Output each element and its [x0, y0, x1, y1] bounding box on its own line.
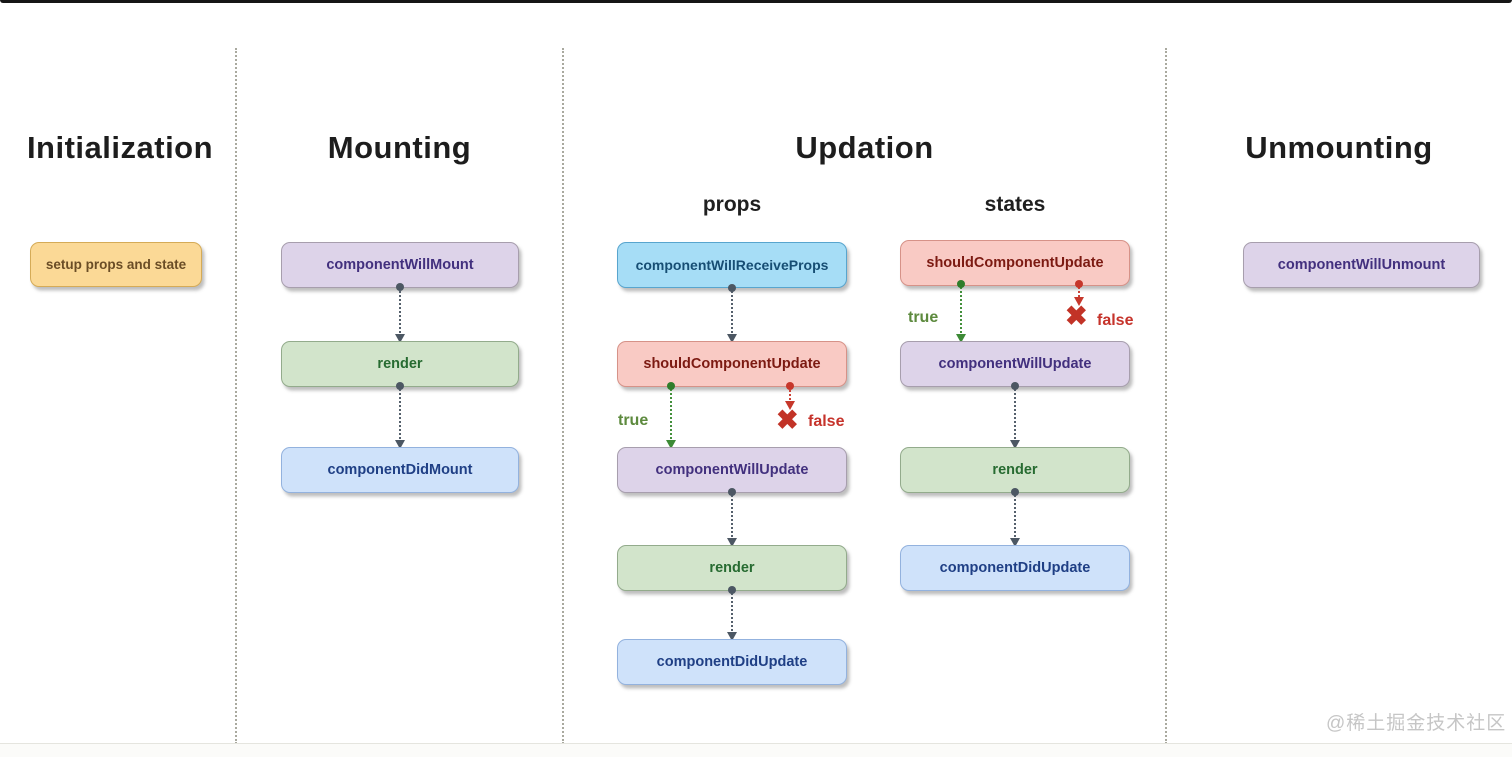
- watermark: @稀土掘金技术社区: [1326, 713, 1507, 734]
- false-branch-label: false: [808, 413, 845, 430]
- subtitle-props: props: [702, 193, 762, 216]
- node-component-will-update-props: componentWillUpdate: [617, 447, 847, 493]
- node-label: componentWillUnmount: [1277, 257, 1446, 273]
- node-render-states: render: [900, 447, 1130, 493]
- node-component-will-receive-props: componentWillReceiveProps: [617, 242, 847, 288]
- node-setup-props-and-state: setup props and state: [30, 242, 202, 287]
- arrow-connector: [727, 284, 737, 343]
- node-render-props: render: [617, 545, 847, 591]
- node-label: componentDidUpdate: [656, 654, 808, 670]
- subtitle-states: states: [984, 193, 1046, 216]
- true-branch-arrow: [666, 382, 676, 449]
- node-label: shouldComponentUpdate: [926, 255, 1104, 271]
- false-branch-arrow: [1074, 280, 1084, 306]
- node-label: componentDidMount: [327, 462, 473, 478]
- window-top-edge: [0, 0, 1512, 3]
- column-title-updation: Updation: [795, 130, 934, 165]
- node-label: componentDidUpdate: [939, 560, 1091, 576]
- false-x-icon: ✖: [1065, 301, 1088, 331]
- false-branch-label: false: [1097, 312, 1134, 329]
- node-label: setup props and state: [45, 257, 187, 272]
- node-component-will-mount: componentWillMount: [281, 242, 519, 288]
- arrow-connector: [1010, 382, 1020, 449]
- node-label: componentWillMount: [326, 257, 474, 273]
- node-label: render: [992, 462, 1038, 478]
- true-branch-label: true: [618, 412, 649, 429]
- node-label: componentWillReceiveProps: [635, 257, 829, 273]
- true-branch-arrow: [956, 280, 966, 343]
- column-title-initialization: Initialization: [26, 130, 214, 165]
- column-title-mounting: Mounting: [327, 130, 472, 165]
- false-branch-arrow: [785, 382, 795, 410]
- column-divider: [562, 48, 564, 744]
- node-component-will-update-states: componentWillUpdate: [900, 341, 1130, 387]
- column-divider: [235, 48, 237, 744]
- arrow-connector: [395, 382, 405, 449]
- node-component-did-mount: componentDidMount: [281, 447, 519, 493]
- node-component-did-update-states: componentDidUpdate: [900, 545, 1130, 591]
- node-should-component-update-states: shouldComponentUpdate: [900, 240, 1130, 286]
- node-label: render: [377, 356, 423, 372]
- true-branch-label: true: [908, 309, 939, 326]
- node-label: componentWillUpdate: [655, 462, 809, 478]
- column-divider: [1165, 48, 1167, 744]
- node-should-component-update-props: shouldComponentUpdate: [617, 341, 847, 387]
- node-component-did-update-props: componentDidUpdate: [617, 639, 847, 685]
- node-component-will-unmount: componentWillUnmount: [1243, 242, 1480, 288]
- node-render-mounting: render: [281, 341, 519, 387]
- false-x-icon: ✖: [776, 405, 799, 435]
- arrow-connector: [1010, 488, 1020, 547]
- arrow-connector: [727, 586, 737, 641]
- arrow-connector: [395, 283, 405, 343]
- node-label: render: [709, 560, 755, 576]
- node-label: componentWillUpdate: [938, 356, 1092, 372]
- column-title-unmounting: Unmounting: [1245, 130, 1433, 165]
- node-label: shouldComponentUpdate: [643, 356, 821, 372]
- window-bottom-strip: [0, 743, 1512, 757]
- arrow-connector: [727, 488, 737, 547]
